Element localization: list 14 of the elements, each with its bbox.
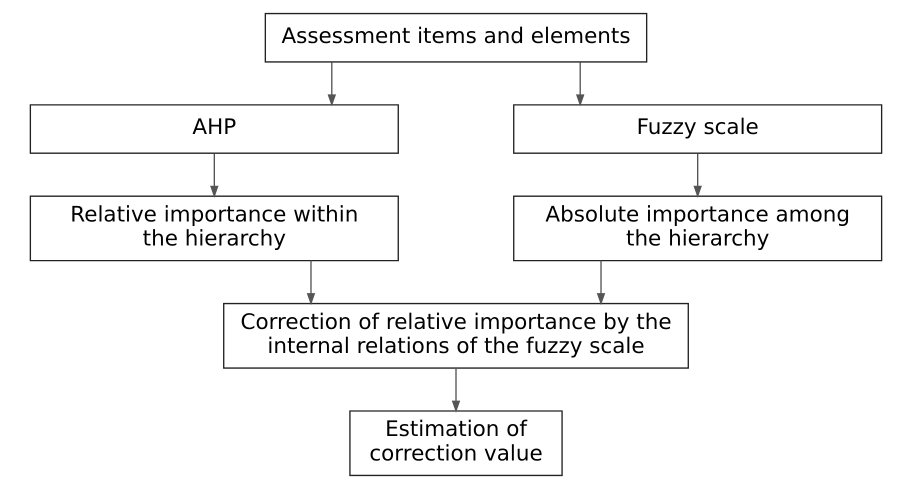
arrow xyxy=(596,260,606,306)
arrow xyxy=(210,154,219,198)
node-box: Relative importance within the hierarchy xyxy=(30,196,399,262)
arrow xyxy=(328,62,336,107)
node-box: Estimation of correction value xyxy=(349,410,563,476)
node-box: Assessment items and elements xyxy=(264,12,648,63)
node-box: Fuzzy scale xyxy=(513,104,882,154)
node-box: Correction of relative importance by the internal relations of the fuzzy scale xyxy=(223,302,689,369)
node-box: Absolute importance among the hierarchy xyxy=(513,196,882,262)
arrow xyxy=(576,62,584,107)
arrow xyxy=(693,154,702,198)
arrow xyxy=(306,260,316,306)
node-box: AHP xyxy=(30,104,399,154)
arrow xyxy=(452,368,460,413)
